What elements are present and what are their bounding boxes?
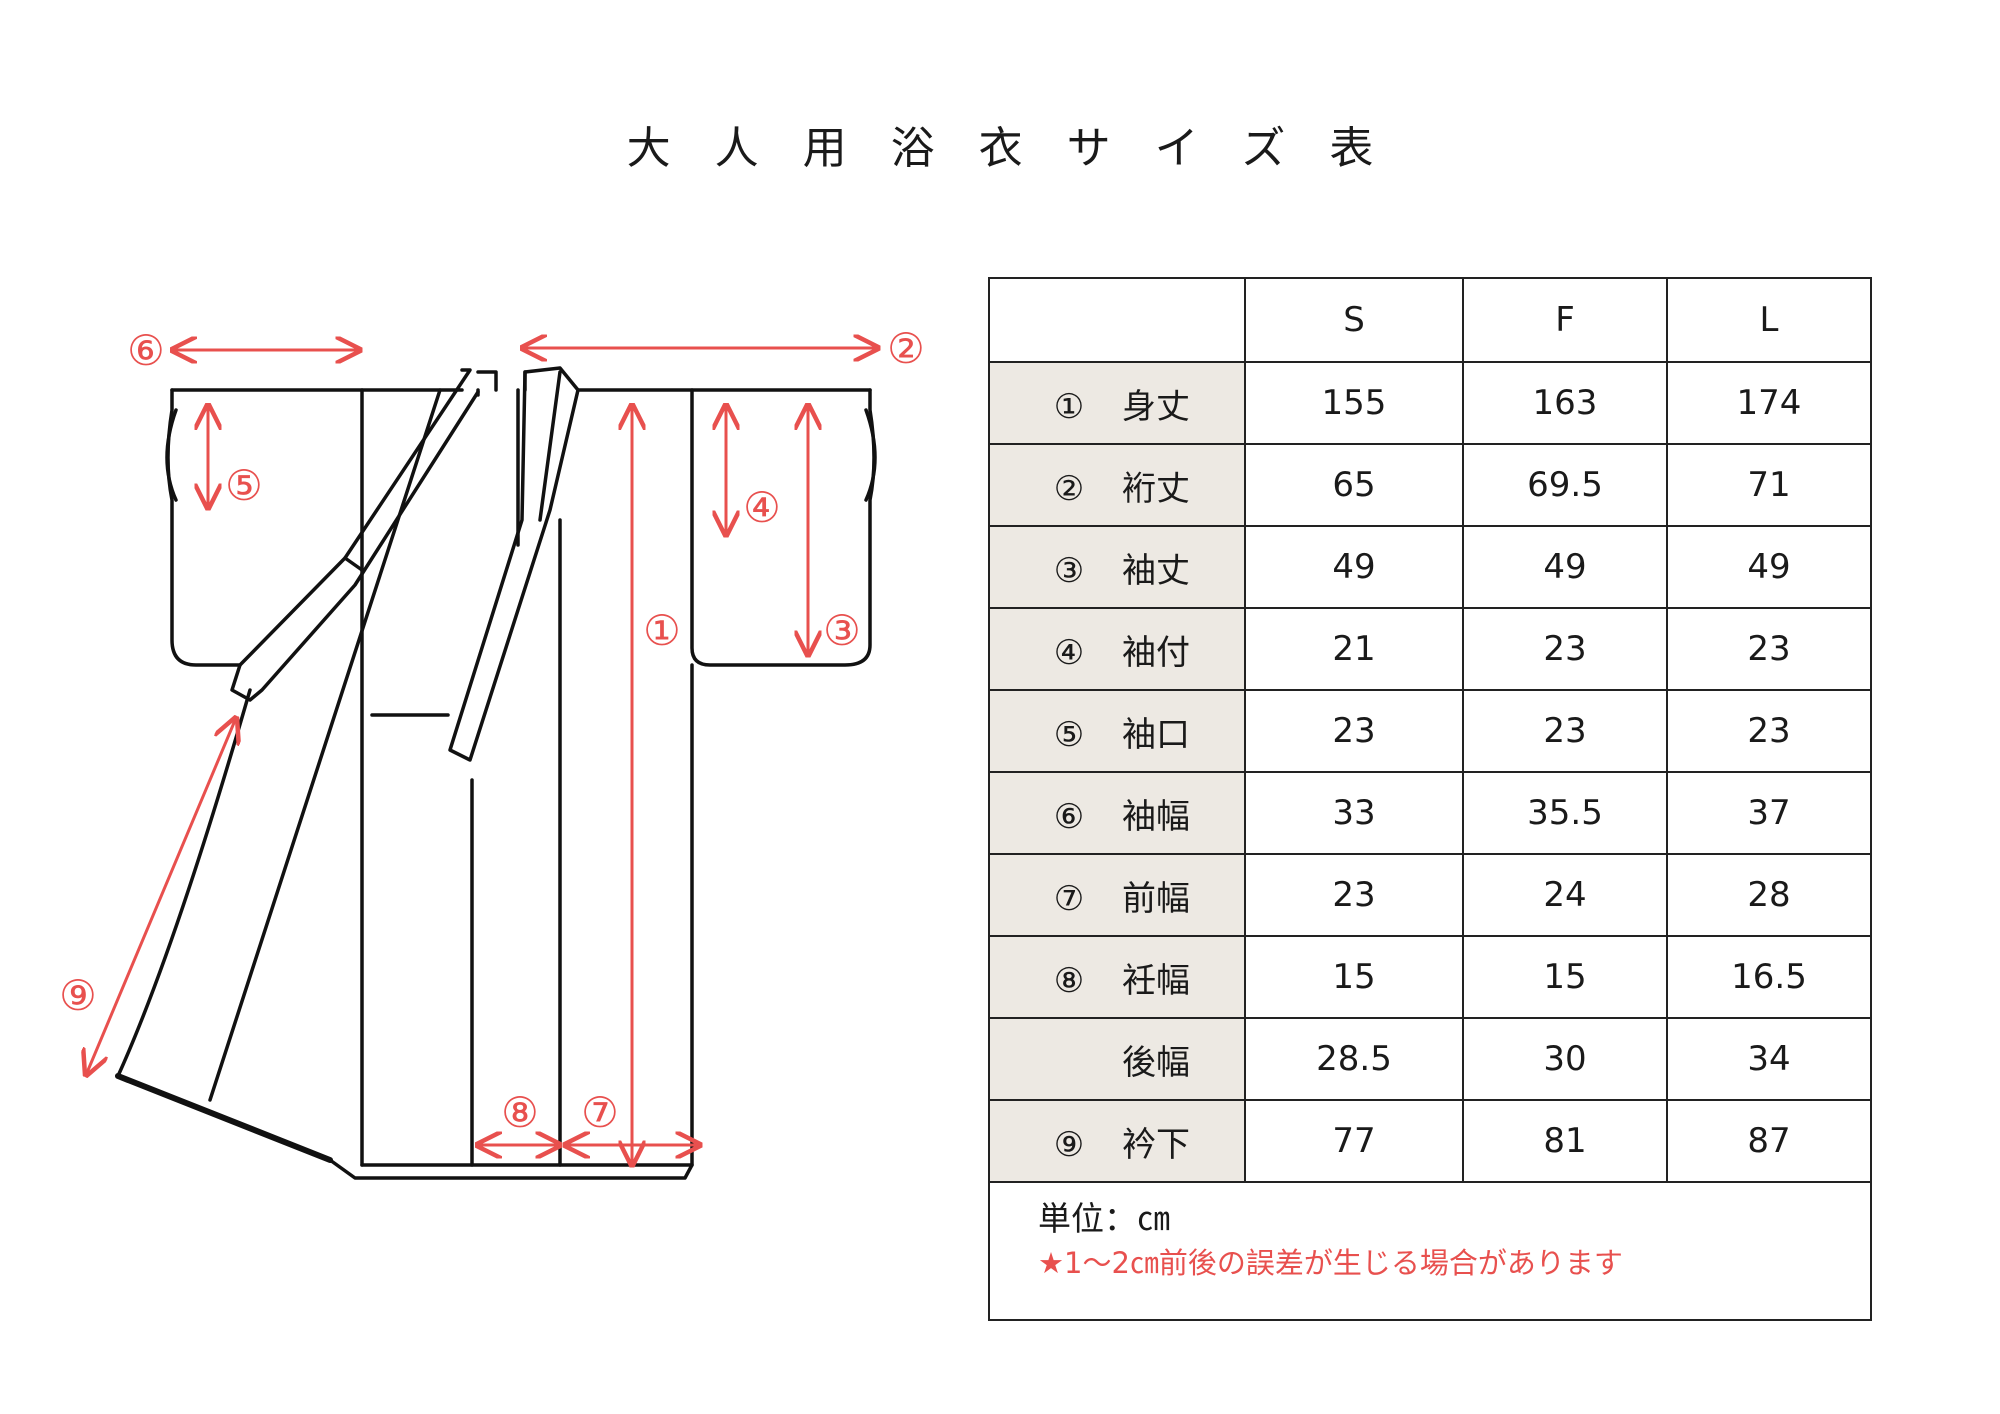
cell-f: 23: [1462, 689, 1668, 773]
marker-9: ⑨: [59, 971, 97, 1020]
row-number: ③: [1053, 550, 1085, 591]
cell-s: 77: [1244, 1099, 1464, 1183]
cell-s: 15: [1244, 935, 1464, 1019]
marker-1: ①: [643, 606, 681, 655]
cell-l: 28: [1666, 853, 1872, 937]
table-row: ① 身丈 155 163 174: [988, 361, 1872, 445]
cell-l: 23: [1666, 689, 1872, 773]
measurement-arrows: [86, 348, 878, 1165]
table-header-row: S F L: [988, 277, 1872, 363]
header-l: L: [1666, 277, 1872, 363]
table-row: ⑨ 衿下 77 81 87: [988, 1099, 1872, 1183]
cell-f: 35.5: [1462, 771, 1668, 855]
row-number: ⑧: [1053, 960, 1085, 1001]
arrow-9: [86, 718, 236, 1075]
row-number: ⑦: [1053, 878, 1085, 919]
row-number: ④: [1053, 632, 1085, 673]
table-row: ④ 袖付 21 23 23: [988, 607, 1872, 691]
cell-s: 21: [1244, 607, 1464, 691]
cell-f: 30: [1462, 1017, 1668, 1101]
row-label: ④ 袖付: [988, 607, 1246, 691]
cell-l: 34: [1666, 1017, 1872, 1101]
table-row: ⑦ 前幅 23 24 28: [988, 853, 1872, 937]
cell-f: 49: [1462, 525, 1668, 609]
row-number: ⑤: [1053, 714, 1085, 755]
marker-4: ④: [743, 483, 781, 532]
row-name: 身丈: [1122, 386, 1190, 427]
cell-f: 81: [1462, 1099, 1668, 1183]
row-name: 袖付: [1122, 632, 1190, 673]
table-note-row: 単位：㎝ ★1〜2㎝前後の誤差が生じる場合があります: [988, 1181, 1872, 1321]
marker-3: ③: [823, 606, 861, 655]
row-label: ⑧ 衽幅: [988, 935, 1246, 1019]
row-label: ⑤ 袖口: [988, 689, 1246, 773]
marker-6: ⑥: [127, 326, 165, 375]
cell-l: 16.5: [1666, 935, 1872, 1019]
row-label: ⑦ 前幅: [988, 853, 1246, 937]
cell-s: 155: [1244, 361, 1464, 445]
table-row: 後幅 28.5 30 34: [988, 1017, 1872, 1101]
cell-s: 49: [1244, 525, 1464, 609]
header-f: F: [1462, 277, 1668, 363]
table-row: ⑤ 袖口 23 23 23: [988, 689, 1872, 773]
cell-f: 163: [1462, 361, 1668, 445]
cell-s: 65: [1244, 443, 1464, 527]
row-name: 衽幅: [1122, 960, 1190, 1001]
row-name: 前幅: [1122, 878, 1190, 919]
header-s: S: [1244, 277, 1464, 363]
cell-s: 33: [1244, 771, 1464, 855]
row-name: 袖丈: [1122, 550, 1190, 591]
table-row: ⑧ 衽幅 15 15 16.5: [988, 935, 1872, 1019]
tolerance-note: ★1〜2㎝前後の誤差が生じる場合があります: [1038, 1246, 1623, 1280]
cell-f: 23: [1462, 607, 1668, 691]
page-title: 大人用浴衣サイズ表: [626, 123, 1418, 174]
cell-s: 23: [1244, 689, 1464, 773]
marker-8: ⑧: [501, 1088, 539, 1137]
unit-label: 単位：㎝: [1038, 1199, 1170, 1238]
cell-l: 49: [1666, 525, 1872, 609]
cell-s: 28.5: [1244, 1017, 1464, 1101]
table-row: ⑥ 袖幅 33 35.5 37: [988, 771, 1872, 855]
row-label: ⑨ 衿下: [988, 1099, 1246, 1183]
cell-s: 23: [1244, 853, 1464, 937]
row-label: ⑥ 袖幅: [988, 771, 1246, 855]
cell-l: 87: [1666, 1099, 1872, 1183]
row-label: ① 身丈: [988, 361, 1246, 445]
row-number: ⑥: [1053, 796, 1085, 837]
row-label: ② 裄丈: [988, 443, 1246, 527]
cell-f: 24: [1462, 853, 1668, 937]
cell-f: 15: [1462, 935, 1668, 1019]
row-number: ⑨: [1053, 1124, 1085, 1165]
cell-l: 174: [1666, 361, 1872, 445]
marker-2: ②: [887, 324, 925, 373]
row-name: 後幅: [1122, 1042, 1190, 1083]
yukata-diagram: ① ② ③ ④ ⑤ ⑥ ⑦ ⑧ ⑨: [59, 324, 925, 1180]
marker-5: ⑤: [225, 461, 263, 510]
row-number: ②: [1053, 468, 1085, 509]
marker-7: ⑦: [581, 1088, 619, 1137]
cell-l: 71: [1666, 443, 1872, 527]
note-cell: 単位：㎝ ★1〜2㎝前後の誤差が生じる場合があります: [988, 1181, 1872, 1321]
cell-f: 69.5: [1462, 443, 1668, 527]
size-table: S F L ① 身丈 155 163 174 ② 裄丈 65 69.5 71 ③ 袖丈…: [988, 277, 1872, 1321]
row-name: 袖幅: [1122, 796, 1190, 837]
row-number: ①: [1053, 386, 1085, 427]
row-label: ③ 袖丈: [988, 525, 1246, 609]
cell-l: 23: [1666, 607, 1872, 691]
header-empty: [988, 277, 1246, 363]
row-label: 後幅: [988, 1017, 1246, 1101]
row-name: 衿下: [1122, 1124, 1190, 1165]
row-name: 裄丈: [1122, 468, 1190, 509]
row-name: 袖口: [1122, 714, 1190, 755]
table-row: ② 裄丈 65 69.5 71: [988, 443, 1872, 527]
cell-l: 37: [1666, 771, 1872, 855]
table-row: ③ 袖丈 49 49 49: [988, 525, 1872, 609]
